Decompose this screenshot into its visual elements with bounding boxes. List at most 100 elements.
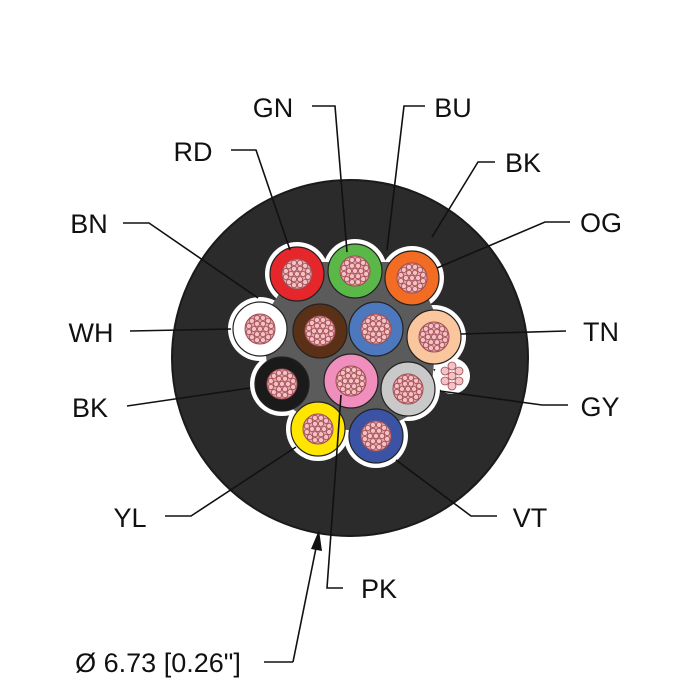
strand-rd-17 <box>302 262 309 269</box>
strand-rd-7 <box>305 273 312 280</box>
strand-gy-8 <box>413 394 420 401</box>
leader-gy <box>439 390 568 406</box>
strand-gn-4 <box>345 267 352 274</box>
strand-vt-12 <box>361 435 368 442</box>
strand-gn-11 <box>343 276 350 283</box>
strand-yl-4 <box>308 425 315 432</box>
strand-bk-16 <box>281 369 288 376</box>
strand-gy-4 <box>398 385 405 392</box>
strand-vt-18 <box>384 430 391 437</box>
label-bk-top: BK <box>505 148 541 178</box>
strand-gy-6 <box>407 380 414 387</box>
strand-pk-15 <box>345 366 352 373</box>
strand-wh-18 <box>268 323 275 330</box>
leader-og <box>436 221 570 269</box>
strand-wh-7 <box>268 328 275 335</box>
strand-wh-4 <box>250 325 257 332</box>
strand-vt-16 <box>375 421 382 428</box>
leader-wh <box>129 328 232 332</box>
strand-vt-15 <box>370 421 377 428</box>
leader-bu <box>386 105 425 251</box>
strand-tn-6 <box>433 328 440 335</box>
strand-bk-0 <box>278 380 285 387</box>
leader-vt <box>395 459 497 517</box>
strand-bn-7 <box>328 330 335 337</box>
strand-bn-18 <box>328 325 335 332</box>
strand-bu-15 <box>370 314 377 321</box>
leader-gn <box>312 105 348 253</box>
drain-strand-5 <box>447 361 457 371</box>
strand-bk-10 <box>276 392 283 399</box>
drain-strand-0 <box>447 371 457 381</box>
strand-yl-14 <box>306 417 313 424</box>
strand-vt-8 <box>381 441 388 448</box>
strand-gn-7 <box>363 270 370 277</box>
label-wh: WH <box>69 318 114 348</box>
leader-lines <box>123 105 570 663</box>
strand-og-1 <box>414 274 421 281</box>
strand-bk-2 <box>281 386 288 393</box>
strand-pk-9 <box>350 389 357 396</box>
strand-pk-4 <box>341 377 348 384</box>
strand-bu-2 <box>375 331 382 338</box>
strand-bu-7 <box>384 328 391 335</box>
strand-vt-13 <box>361 430 368 437</box>
strand-og-2 <box>411 280 418 287</box>
strand-vt-17 <box>381 424 388 431</box>
strand-bn-6 <box>319 322 326 329</box>
strand-pk-7 <box>359 380 366 387</box>
strand-pk-16 <box>350 366 357 373</box>
strand-bk-7 <box>290 383 297 390</box>
strand-bu-0 <box>372 325 379 332</box>
strand-og-6 <box>411 269 418 276</box>
strand-wh-12 <box>245 328 252 335</box>
strand-tn-8 <box>439 342 446 349</box>
strand-bk-1 <box>284 380 291 387</box>
strand-gy-18 <box>416 383 423 390</box>
strand-vt-5 <box>369 427 376 434</box>
strand-gn-8 <box>360 276 367 283</box>
strand-gy-10 <box>402 397 409 404</box>
strand-yl-11 <box>306 434 313 441</box>
strand-bu-5 <box>369 320 376 327</box>
strand-yl-15 <box>312 414 319 421</box>
strand-wh-9 <box>259 337 266 344</box>
strand-bn-4 <box>310 327 317 334</box>
strand-gn-15 <box>349 256 356 263</box>
strand-rd-14 <box>285 262 292 269</box>
strand-yl-0 <box>314 425 321 432</box>
strand-bk-8 <box>287 389 294 396</box>
drain-strand-2 <box>454 366 464 376</box>
strand-wh-15 <box>254 314 261 321</box>
drain-strand-6 <box>447 381 457 391</box>
conductor-vt <box>348 408 404 464</box>
strand-bn-10 <box>314 339 321 346</box>
strand-tn-11 <box>422 342 429 349</box>
strand-og-13 <box>397 272 404 279</box>
strand-bn-1 <box>322 327 329 334</box>
strand-wh-16 <box>259 314 266 321</box>
strand-wh-8 <box>265 334 272 341</box>
strand-tn-12 <box>419 336 426 343</box>
strand-gy-12 <box>393 388 400 395</box>
leader-pk <box>326 394 343 589</box>
leader-bk-left <box>126 387 251 407</box>
strand-vt-1 <box>378 432 385 439</box>
strand-og-15 <box>406 263 413 270</box>
conductor-bn <box>292 303 348 359</box>
drain-strand-4 <box>454 376 464 386</box>
strand-rd-13 <box>282 268 289 275</box>
strand-og-4 <box>402 274 409 281</box>
strand-yl-7 <box>326 428 333 435</box>
strand-bu-12 <box>361 328 368 335</box>
strand-bk-13 <box>267 378 274 385</box>
strand-yl-16 <box>317 414 324 421</box>
strand-pk-8 <box>356 386 363 393</box>
strand-bn-3 <box>313 333 320 340</box>
strand-tn-3 <box>427 339 434 346</box>
strand-rd-0 <box>293 270 300 277</box>
strand-og-9 <box>411 286 418 293</box>
leader-diameter-arrow-shaft <box>292 547 317 663</box>
strand-og-18 <box>420 272 427 279</box>
